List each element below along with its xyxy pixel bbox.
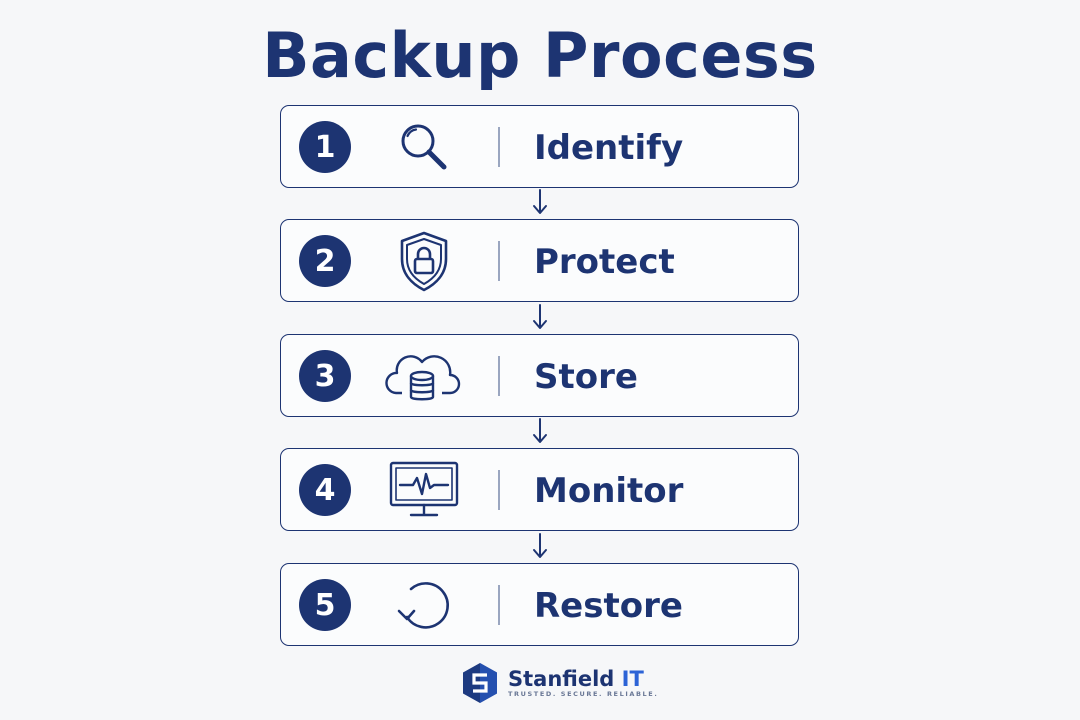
step-number: 2: [299, 235, 351, 287]
step-label: Protect: [534, 241, 675, 282]
arrow-down-icon: [531, 188, 549, 216]
shield-lock-icon: [384, 231, 464, 292]
arrow-down-icon: [531, 532, 549, 560]
monitor-pulse-icon: [384, 461, 464, 519]
step-divider: [498, 356, 500, 396]
step-label: Monitor: [534, 470, 684, 511]
step-restore: 5 Restore: [280, 563, 799, 646]
step-protect: 2 Protect: [280, 219, 799, 302]
logo-name-main: Stanfield: [508, 666, 615, 691]
step-divider: [498, 470, 500, 510]
step-label: Restore: [534, 585, 683, 626]
step-number: 1: [299, 121, 351, 173]
restore-icon: [384, 576, 464, 634]
step-identify: 1 Identify: [280, 105, 799, 188]
magnifier-icon: [384, 118, 464, 176]
cloud-database-icon: [384, 347, 464, 405]
step-store: 3 Store: [280, 334, 799, 417]
logo-text: Stanfield IT TRUSTED. SECURE. RELIABLE.: [508, 668, 658, 699]
arrow-down-icon: [531, 303, 549, 331]
logo-tagline: TRUSTED. SECURE. RELIABLE.: [508, 689, 659, 698]
step-label: Store: [534, 356, 638, 397]
step-number: 5: [299, 579, 351, 631]
step-number: 3: [299, 350, 351, 402]
logo-name-accent: IT: [621, 666, 644, 691]
step-divider: [498, 585, 500, 625]
hexagon-s-icon: [463, 663, 497, 703]
company-logo: Stanfield IT TRUSTED. SECURE. RELIABLE.: [460, 660, 658, 706]
step-divider: [498, 241, 500, 281]
page-title: Backup Process: [262, 19, 818, 92]
arrow-down-icon: [531, 417, 549, 445]
step-number: 4: [299, 464, 351, 516]
logo-name: Stanfield IT: [508, 668, 658, 690]
step-divider: [498, 127, 500, 167]
step-monitor: 4 Monitor: [280, 448, 799, 531]
step-label: Identify: [534, 127, 684, 168]
